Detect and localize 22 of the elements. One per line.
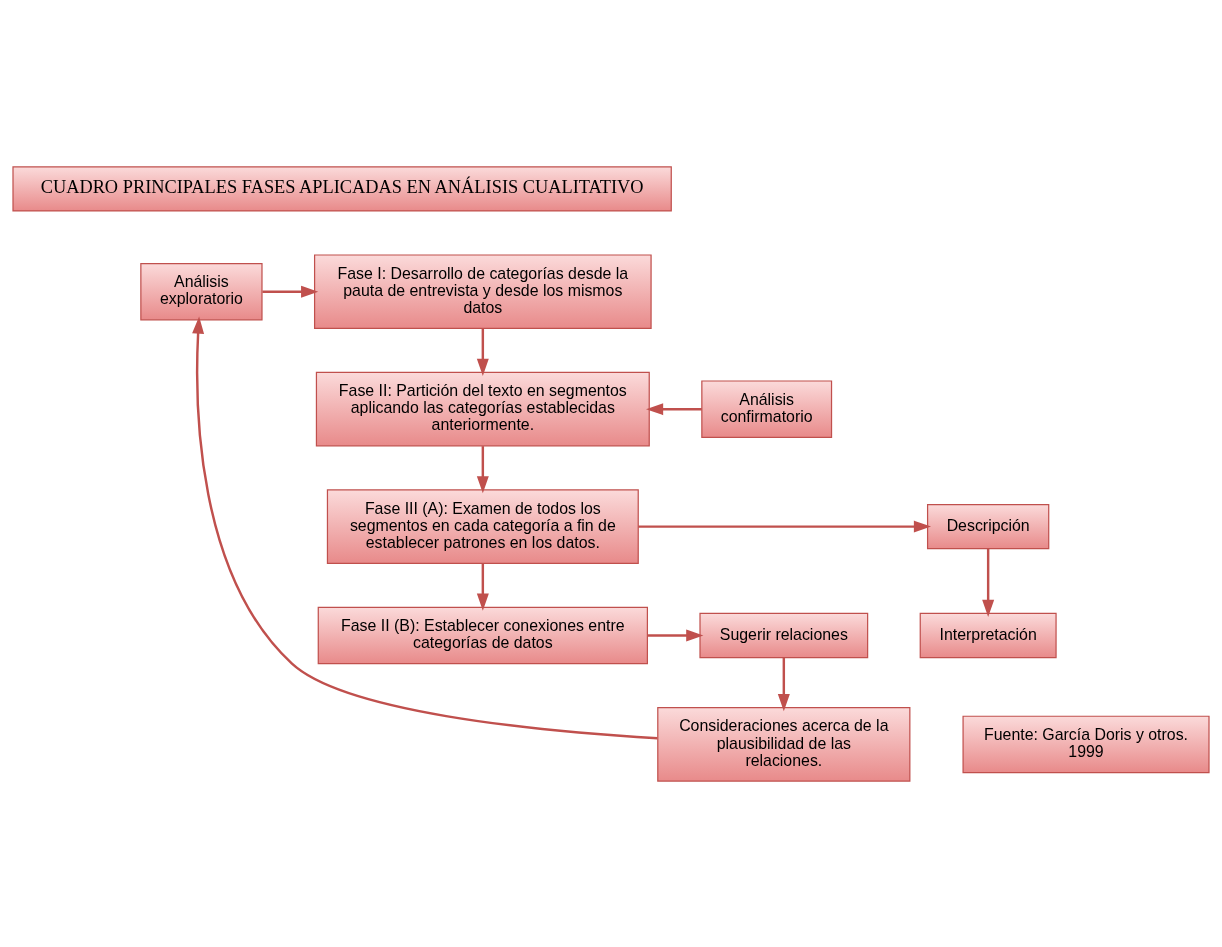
arrow xyxy=(638,520,932,533)
arrow xyxy=(982,548,995,617)
node-box: Fase III (A): Examen de todos los segmentos en cada categoría a fin de establecer patrones en los datos. xyxy=(326,488,639,564)
node-box: Interpretación xyxy=(919,612,1057,658)
arrow xyxy=(476,445,489,493)
arrow xyxy=(476,563,489,611)
arrow xyxy=(777,657,790,711)
node-box: Fase II: Partición del texto en segmentos aplicando las categorías establecidas anteriormente. xyxy=(315,371,650,446)
arrow xyxy=(646,402,702,415)
arrow xyxy=(192,316,658,739)
node-box: Descripción xyxy=(927,503,1050,549)
node-box: Sugerir relaciones xyxy=(699,612,869,658)
node-box: Fuente: García Doris y otros. 1999 xyxy=(962,715,1210,773)
node-box: Fase I: Desarrollo de categorías desde la pauta de entrevista y desde los mismos datos xyxy=(314,253,652,329)
node-box: CUADRO PRINCIPALES FASES APLICADAS EN ANÁLISIS CUALITATIVO xyxy=(12,165,672,212)
node-box: Análisis confirmatorio xyxy=(701,379,833,438)
arrow xyxy=(262,285,319,298)
arrow xyxy=(647,629,704,641)
arrow xyxy=(476,328,489,376)
node-box: Consideraciones acerca de la plausibilidad de las relaciones. xyxy=(657,706,911,782)
node-box: Análisis exploratorio xyxy=(140,262,263,320)
node-box: Fase II (B): Establecer conexiones entre categorías de datos xyxy=(317,606,648,664)
